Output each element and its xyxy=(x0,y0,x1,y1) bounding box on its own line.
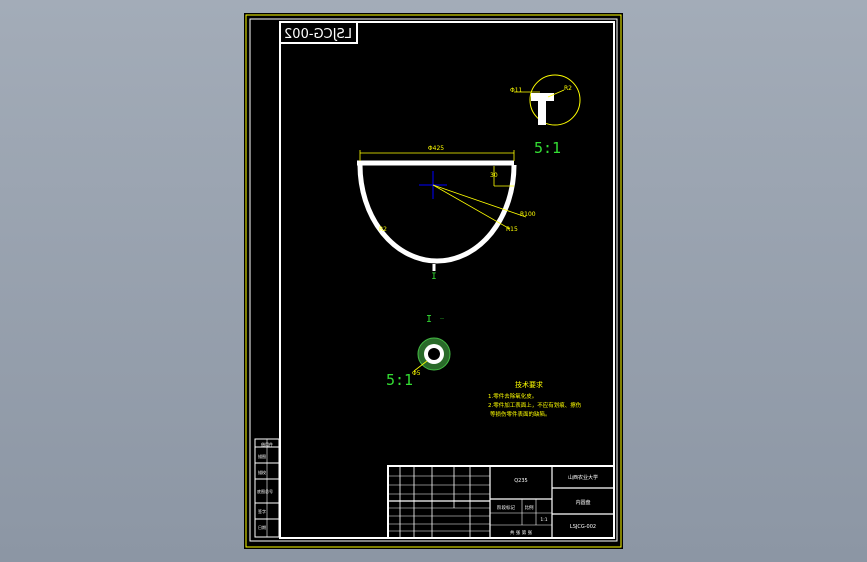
tech-line-2: 2.零件加工表面上，不应有划痕、擦伤 xyxy=(488,401,582,409)
left-strip-label-2: 描图 xyxy=(258,453,266,459)
inner-frame xyxy=(279,21,615,539)
drawing-sheet: LSJCG-002 Φ11 R2 5:1 Φ425 30 R100 R15 R2… xyxy=(244,13,623,549)
scale-detail-top: 5:1 xyxy=(534,139,561,157)
radius-leader-2 xyxy=(432,184,511,230)
section-mark: I xyxy=(431,272,436,282)
ring-leader xyxy=(413,360,428,372)
section-view-label: I xyxy=(426,314,432,325)
dim-height: 30 xyxy=(490,172,498,179)
tb-scale-value: 1:1 xyxy=(540,517,547,523)
code-box xyxy=(279,21,358,44)
tb-part-name: 内圆盘 xyxy=(575,499,590,506)
drawing-code-mirrored: LSJCG-002 xyxy=(284,27,352,42)
tb-company: 山西农业大学 xyxy=(568,474,598,481)
dim-r-right1: R100 xyxy=(520,211,536,218)
dim-detail-b: R2 xyxy=(564,85,572,92)
detail-leader-b xyxy=(547,89,565,98)
ring-inner xyxy=(428,348,440,360)
left-strip xyxy=(254,438,280,538)
tb-stage: 阶段标记 xyxy=(497,504,515,511)
tech-line-3: 等损伤零件表面的缺陷。 xyxy=(490,410,551,418)
tb-drawing-no: LSJCG-002 xyxy=(570,524,596,530)
dim-width: Φ425 xyxy=(428,145,444,152)
left-strip-label-5: 签字 xyxy=(258,508,266,514)
tb-material: Q235 xyxy=(514,478,527,484)
tech-title: 技术要求 xyxy=(515,380,543,389)
dim-r-right2: R15 xyxy=(506,226,518,233)
title-block xyxy=(387,465,615,539)
half-disc-arc xyxy=(357,164,517,264)
radius-leader-1 xyxy=(432,184,527,218)
dim-ring: Φ5 xyxy=(412,370,421,377)
middle-frame xyxy=(249,18,618,542)
tb-scale-label: 比例 xyxy=(525,504,534,511)
left-strip-label-3: 描校 xyxy=(258,469,266,475)
tb-sheet: 共 张 第 张 xyxy=(510,529,533,536)
outer-frame xyxy=(245,14,622,548)
detail-section xyxy=(531,93,554,125)
section-view-ratio-mark: ‥ xyxy=(440,314,444,321)
dim-detail-a: Φ11 xyxy=(510,87,523,94)
detail-circle-top xyxy=(529,74,581,126)
left-strip-label-4: 底图总号 xyxy=(257,488,273,494)
scale-detail-bottom: 5:1 xyxy=(386,371,413,389)
cad-drawing: LSJCG-002 Φ11 R2 5:1 Φ425 30 R100 R15 R2… xyxy=(245,14,622,548)
left-strip-label-1: 借用件 xyxy=(261,441,273,447)
tech-line-1: 1.零件去除氧化皮。 xyxy=(488,392,537,400)
left-strip-label-6: 日期 xyxy=(258,524,266,530)
dim-r-left: R2 xyxy=(379,226,387,233)
